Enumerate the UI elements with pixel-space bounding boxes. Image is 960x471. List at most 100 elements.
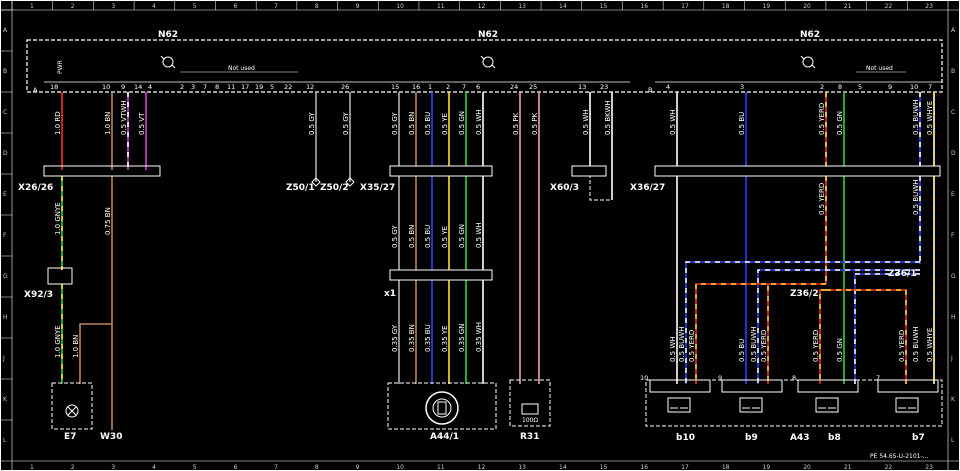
wire-low-right-label-10: 0.5 WHYE (926, 328, 934, 362)
pin-2b: 2 (446, 83, 450, 91)
grid-col-4: 4 (152, 3, 156, 10)
grid-col-bottom-10: 10 (396, 464, 404, 471)
sensor-connector-0 (649, 379, 711, 393)
pin-13: 13 (578, 83, 586, 91)
wire-r-buwh-low-label: 0.5 BUWH (912, 180, 920, 215)
wire-x60-wh-label: 0.5 WH (582, 109, 590, 135)
z50-1-label: Z50/1 (286, 183, 315, 193)
grid-col-19: 19 (763, 3, 771, 10)
x35-connector (389, 165, 493, 177)
pin-9: 9 (121, 83, 125, 91)
x35-label: X35/27 (360, 183, 395, 193)
wire-mid-bundle-3-label: 0.5 YE (441, 226, 449, 248)
wire-vt-label: 0.5 VT (138, 112, 146, 135)
grid-col-bottom-8: 8 (315, 464, 319, 471)
e7-label: E7 (64, 432, 76, 442)
pin-14: 14 (134, 83, 142, 91)
not-used-label-1: Not used (228, 65, 255, 72)
yerd-harness-stripe (695, 283, 907, 384)
wire-top-bundle-5-label: 0.5 WH (475, 109, 483, 135)
grid-col-bottom-21: 21 (844, 464, 852, 471)
grid-col-20: 20 (803, 3, 811, 10)
pin-b2: 2 (820, 83, 824, 91)
n62-label-right: N62 (800, 30, 820, 40)
pin-b3: 3 (740, 83, 744, 91)
sensor-element-2 (815, 397, 839, 413)
wire-bn-label: 1.0 BN (104, 112, 112, 135)
pin-b4: 4 (666, 83, 670, 91)
wire-mid-bundle-2-label: 0.5 BU (424, 225, 432, 248)
sensor-10-num: 10 (640, 374, 648, 382)
grid-row-K: K (3, 396, 8, 403)
pin-3: 3 (191, 83, 195, 91)
w30-label: W30 (100, 432, 122, 442)
wire-z50-1-label: 0.5 GY (308, 112, 316, 135)
z36-2-label: Z36/2 (790, 289, 819, 299)
pin-22: 22 (284, 83, 292, 91)
x26-connector (43, 165, 161, 177)
grid-col-18: 18 (722, 3, 730, 10)
pin-8: 8 (215, 83, 219, 91)
wire-low-right-label-5: 0.5 YERD (760, 330, 768, 362)
grid-col-1: 1 (30, 3, 34, 10)
wire-bn-jumper (79, 323, 112, 340)
grid-col-10: 10 (396, 3, 404, 10)
grid-col-bottom-11: 11 (437, 464, 445, 471)
not-used-label-2: Not used (866, 65, 893, 72)
x60-loop (589, 166, 613, 201)
grid-col-bottom-17: 17 (681, 464, 689, 471)
a44-box (387, 382, 497, 430)
pwr-label: PWR (57, 60, 64, 74)
grid-row-right-J: J (950, 355, 953, 362)
wire-r-whye-label: 0.5 WHYE (926, 101, 934, 135)
sensor-element-3 (895, 397, 919, 413)
wire-low-bundle-5-label: 0.35 WH (475, 322, 483, 352)
wire-r-yerd-label: 0.5 YERD (818, 103, 826, 135)
grid-row-right-D: D (951, 150, 956, 157)
grid-row-F: F (3, 232, 7, 239)
sensor-element-1 (739, 397, 763, 413)
wire-top-bundle-1-label: 0.5 BN (408, 112, 416, 135)
pin-15: 15 (391, 83, 399, 91)
x60-label: X60/3 (550, 183, 579, 193)
wire-low-bundle-2-label: 0.35 BU (424, 324, 432, 352)
grid-row-E: E (3, 191, 7, 198)
grid-col-bottom-6: 6 (233, 464, 237, 471)
grid-col-bottom-4: 4 (152, 464, 156, 471)
sensor-element-0 (667, 397, 691, 413)
buwh-harness (685, 261, 920, 384)
wire-r-buwh-label: 0.5 BUWH (912, 100, 920, 135)
wire-low-bundle-0-label: 0.35 GY (391, 324, 399, 352)
resistor-icon (521, 403, 539, 415)
wire-low-right-label-2: 0.5 YERD (688, 330, 696, 362)
pin-7b: 7 (462, 83, 466, 91)
grid-col-bottom-19: 19 (763, 464, 771, 471)
connector-a-label: A (33, 86, 38, 94)
x36-connector (654, 165, 941, 177)
sensor-9-num: 9 (718, 374, 722, 382)
antenna-icon-mid (480, 55, 496, 69)
pin-b9: 9 (888, 83, 892, 91)
wire-low-right-label-8: 0.5 YERD (898, 330, 906, 362)
antenna-icon-left (160, 55, 176, 69)
grid-row-right-E: E (951, 191, 955, 198)
grid-row-H: H (3, 314, 8, 321)
wire-gnye-label: 1.0 GNYE (54, 202, 62, 235)
wire-low-right-label-3: 0.5 BU (738, 339, 746, 362)
sensor-blocks (649, 379, 939, 413)
connector-b-label: B (648, 86, 652, 94)
wire-low-right-label-7: 0.5 GN (836, 338, 844, 362)
grid-col-11: 11 (437, 3, 445, 10)
r31-label: R31 (520, 432, 539, 442)
sensor-7-num: 7 (876, 374, 880, 382)
wire-bkwh-label: 0.5 BKWH (604, 100, 612, 135)
resistor-value: 100Ω (522, 417, 538, 424)
grid-row-G: G (3, 273, 8, 280)
wire-low-bundle-3-label: 0.35 YE (441, 325, 449, 352)
grid-col-17: 17 (681, 3, 689, 10)
b9-label: b9 (745, 433, 758, 443)
wire-mid-bundle-5-label: 0.5 WH (475, 222, 483, 248)
wire-mid-bundle-1-label: 0.5 BN (408, 225, 416, 248)
